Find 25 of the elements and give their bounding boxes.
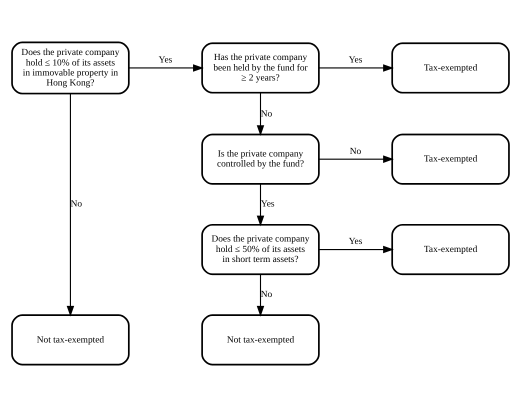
edge-label: Yes <box>260 199 275 210</box>
edge-label: No <box>260 290 272 300</box>
arrow <box>66 93 74 316</box>
node-box: Not tax-exempted <box>201 314 320 365</box>
arrow <box>319 64 394 72</box>
edge-label: Yes <box>348 236 362 247</box>
arrow <box>256 184 264 226</box>
edge-label: No <box>350 146 362 156</box>
node-box: Does the private company hold ≤ 50% of its assets in short term assets? <box>201 223 320 275</box>
arrow <box>319 154 394 162</box>
arrow <box>256 92 264 136</box>
node-box: Tax-exempted <box>391 42 510 94</box>
node-box: Is the private company controlled by the fund? <box>201 133 320 184</box>
node-box: Does the private company hold ≤ 10% of its assets in immovable property in Hong Kong? <box>11 41 130 94</box>
edge-label: No <box>70 199 82 210</box>
node-box: Tax-exempted <box>391 133 510 184</box>
arrow <box>129 64 204 72</box>
arrow <box>256 274 264 316</box>
node-box: Tax-exempted <box>391 223 510 275</box>
edge-label: Yes <box>348 55 362 66</box>
node-box: Not tax-exempted <box>11 314 130 365</box>
arrow <box>319 245 394 253</box>
edge-label: Yes <box>158 55 172 66</box>
edge-label: No <box>260 108 272 119</box>
node-box: Has the private company been held by the fund for ≥ 2 years? <box>201 42 320 94</box>
